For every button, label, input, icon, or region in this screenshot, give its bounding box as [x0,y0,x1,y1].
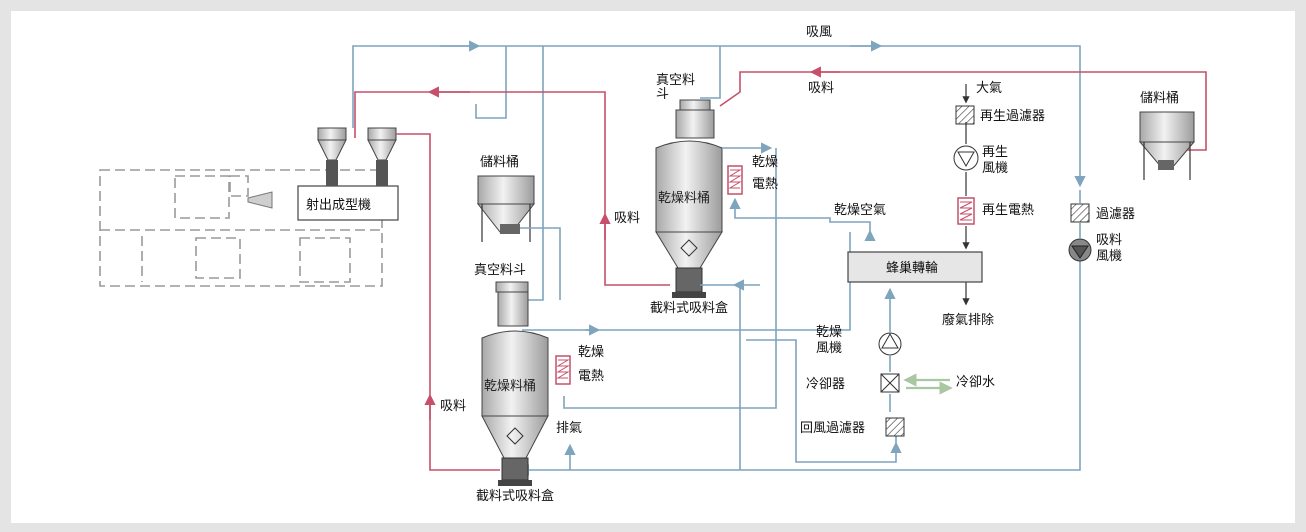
label-cooling-water: 冷卻水 [956,375,995,390]
diagram-frame [11,11,1295,523]
label-suction-mid: 吸料 [614,211,640,226]
dryer-hopper-bottom [481,281,549,486]
suction-air-lines [352,40,1086,476]
small-hopper-right [367,127,397,186]
label-vacuum-hopper-top: 真空料 斗 [656,73,699,102]
label-storage-left: 儲料桶 [480,155,519,170]
filter-icon [1070,203,1090,223]
cooler-icon [880,373,900,393]
regen-heater-icon [957,197,975,225]
storage-tank-right [1138,111,1196,180]
label-exhaust: 排氣 [556,421,582,436]
label-dry-blower: 乾燥 風機 [816,325,846,356]
label-honeycomb-rotor: 蜂巢轉輪 [886,260,938,276]
dry-heater-bottom [555,355,571,385]
dryer-hopper-top [655,99,723,298]
dry-heater-top [727,165,743,195]
honeycomb-rotor [847,251,983,283]
label-cutoff-box-bottom: 截料式吸料盒 [476,488,554,504]
label-suction-left: 吸料 [440,399,466,414]
label-cooler: 冷卻器 [806,377,845,392]
small-hopper-left [317,127,347,186]
dry-blower-icon [878,332,902,356]
label-cutoff-box-top: 截料式吸料盒 [650,300,728,316]
label-dry-heater-bottom: 乾燥 電熱 [578,345,608,384]
label-vacuum-hopper-top-line1: 真空料 [656,73,695,88]
label-filter: 過濾器 [1096,207,1135,222]
label-dryer-hopper-bottom: 乾燥料桶 [484,379,536,394]
regen-filter-icon [955,105,975,125]
label-atmosphere: 大氣 [976,81,1002,96]
label-storage-right: 儲料桶 [1140,91,1179,106]
return-filter-icon [885,417,905,437]
label-suction-blower: 吸料 風機 [1096,233,1126,264]
label-dry-heater-top: 乾燥 電熱 [752,155,782,192]
label-regen-filter: 再生過濾器 [980,109,1045,124]
storage-tank-left [476,175,561,300]
label-vacuum-hopper-bottom: 真空料斗 [474,263,526,278]
injection-molding-machine [99,169,399,287]
label-suction-top: 吸料 [808,81,834,96]
label-dryer-hopper-top: 乾燥料桶 [658,191,710,206]
suction-blower-icon [1068,238,1092,262]
label-suction-air: 吸風 [806,25,832,40]
label-dry-air: 乾燥空氣 [834,203,886,218]
dry-blower-loop [746,287,902,463]
regen-blower-icon [953,145,979,171]
label-regen-heater: 再生電熱 [982,203,1034,218]
molding-machine-label-box [297,185,399,221]
label-molding-machine: 射出成型機 [306,197,371,213]
label-regen-blower: 再生 風機 [982,145,1012,176]
label-waste-exhaust: 廢氣排除 [942,313,994,328]
label-return-filter: 回風過濾器 [800,421,865,436]
material-suction-lines [354,66,1207,471]
cooling-water-arrows [903,373,953,395]
label-vacuum-hopper-top-line2: 斗 [656,87,669,102]
